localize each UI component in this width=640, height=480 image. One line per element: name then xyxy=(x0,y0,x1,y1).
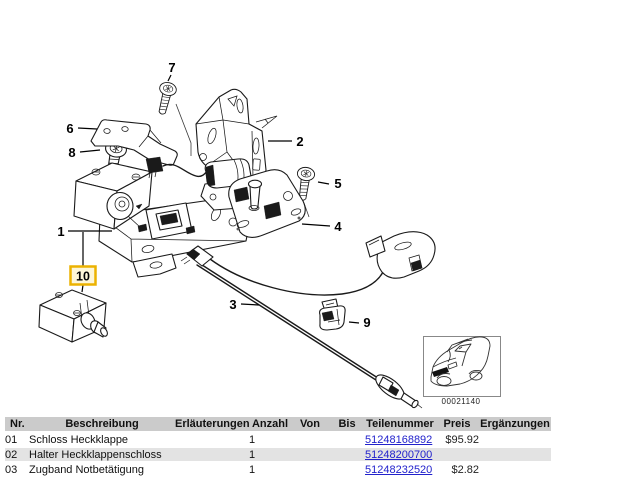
table-row: 03 Zugband Notbetätigung 1 51248232520 $… xyxy=(5,462,551,478)
col-header-erlaeuterungen: Erläuterungen xyxy=(175,417,249,433)
cell-preis: $95.92 xyxy=(435,432,479,448)
bracket-6 xyxy=(90,119,178,166)
cell-von xyxy=(291,462,329,478)
cell-ergaenzungen xyxy=(479,447,551,463)
cell-erlaeuterungen xyxy=(175,462,249,478)
cell-nr: 02 xyxy=(5,447,29,463)
cell-anzahl: 1 xyxy=(249,462,291,478)
cell-bis xyxy=(329,447,365,463)
cell-beschreibung: Schloss Heckklappe xyxy=(29,432,175,448)
callout-10-highlight: 10 xyxy=(69,265,97,286)
callout-1-label: 1 xyxy=(57,224,64,239)
car-thumbnail: 00021140 xyxy=(423,336,501,406)
table-row: 01 Schloss Heckklappe 1 51248168892 $95.… xyxy=(5,432,551,448)
cell-nr: 03 xyxy=(5,462,29,478)
cell-bis xyxy=(329,462,365,478)
parts-table-container: Nr. Beschreibung Erläuterungen Anzahl Vo… xyxy=(5,417,551,478)
callout-5-label: 5 xyxy=(334,176,341,191)
col-header-preis: Preis xyxy=(435,417,479,433)
col-header-anzahl: Anzahl xyxy=(249,417,291,433)
cell-preis xyxy=(435,447,479,463)
parts-table: Nr. Beschreibung Erläuterungen Anzahl Vo… xyxy=(5,417,551,478)
cell-erlaeuterungen xyxy=(175,447,249,463)
col-header-bis: Bis xyxy=(329,417,365,433)
cell-von xyxy=(291,432,329,448)
table-row: 02 Halter Heckklappenschloss 1 512482007… xyxy=(5,447,551,463)
cell-ergaenzungen xyxy=(479,432,551,448)
screw-7-icon xyxy=(153,80,179,117)
cell-anzahl: 1 xyxy=(249,447,291,463)
callout-10-label: 10 xyxy=(76,270,90,284)
cell-preis: $2.82 xyxy=(435,462,479,478)
cell-erlaeuterungen xyxy=(175,432,249,448)
part-number-link[interactable]: 51248232520 xyxy=(365,463,433,476)
callout-labels: 1 2 3 4 5 6 7 8 9 10 xyxy=(57,60,370,330)
cell-von xyxy=(291,447,329,463)
parts-diagram: 1 2 3 4 5 6 7 8 9 10 00021140 xyxy=(38,60,501,409)
col-header-von: Von xyxy=(291,417,329,433)
callout-9-label: 9 xyxy=(363,315,370,330)
cell-anzahl: 1 xyxy=(249,432,291,448)
actuator-10 xyxy=(38,289,108,343)
table-header-row: Nr. Beschreibung Erläuterungen Anzahl Vo… xyxy=(5,417,551,433)
pull-strap-3 xyxy=(180,231,436,409)
cell-beschreibung: Halter Heckklappenschloss xyxy=(29,447,175,463)
cell-ergaenzungen xyxy=(479,462,551,478)
callout-3-label: 3 xyxy=(229,297,236,312)
col-header-ergaenzungen: Ergänzungen xyxy=(479,417,551,433)
callout-7-label: 7 xyxy=(168,60,175,75)
col-header-beschreibung: Beschreibung xyxy=(29,417,175,433)
col-header-teilenummer: Teilenummer xyxy=(365,417,435,433)
callout-8-label: 8 xyxy=(68,145,75,160)
cell-bis xyxy=(329,432,365,448)
callout-6-label: 6 xyxy=(66,121,73,136)
cell-beschreibung: Zugband Notbetätigung xyxy=(29,462,175,478)
clip-9 xyxy=(319,298,346,331)
strap-handle xyxy=(376,231,436,279)
part-number-link[interactable]: 51248200700 xyxy=(365,448,433,461)
callout-4-label: 4 xyxy=(334,219,342,234)
callout-leader-lines xyxy=(68,74,360,324)
callout-2-label: 2 xyxy=(296,134,303,149)
latch-plate-4 xyxy=(228,169,306,238)
image-code-label: 00021140 xyxy=(442,397,481,406)
col-header-nr: Nr. xyxy=(5,417,29,433)
car-line-drawing xyxy=(430,336,491,387)
part-number-link[interactable]: 51248168892 xyxy=(365,433,433,446)
cell-nr: 01 xyxy=(5,432,29,448)
